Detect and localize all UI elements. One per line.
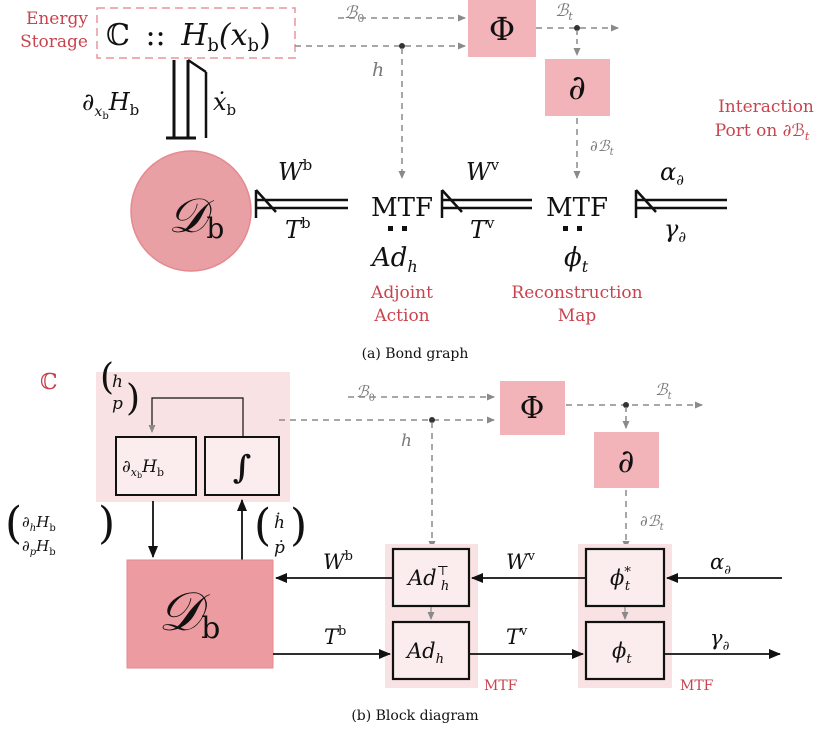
energy-storage-label-line2: Storage (20, 32, 88, 52)
partial-label: ∂ (568, 68, 586, 108)
partial-block (545, 59, 610, 116)
tv-label: Tv (470, 214, 495, 244)
block-diagram: ℂ ( h p ) ∂xbHb ∫ ( ∂hHb ∂pHb ) ( ḣ ṗ ) … (5, 357, 782, 724)
bond-mtf2-port-half-arrow (635, 189, 657, 213)
adh-label: Adh (370, 243, 418, 276)
phi-block-b (500, 381, 565, 435)
phi-block-t-label: ϕt (612, 639, 632, 667)
interaction-label-line2: Port on ∂ℬt (715, 121, 810, 143)
h-label: h (372, 59, 384, 81)
tb-label: Tb (285, 214, 311, 244)
mtf2-caption: MTF (680, 678, 714, 694)
dxh-label: ∂xbHb (82, 88, 139, 122)
dh-block (115, 436, 197, 496)
dhpH-paren-open: ( (5, 498, 22, 549)
dhpH-paren-close: ) (98, 498, 115, 549)
adh-block (391, 620, 471, 681)
integral-block (204, 436, 280, 496)
mtf2-dot-left (563, 226, 568, 231)
dbt-label: ∂ℬt (590, 137, 615, 158)
adh-transpose-label: Ad⊤h (406, 564, 449, 594)
interaction-label-line1: Interaction (718, 97, 814, 117)
mtf2-dot-right (577, 226, 582, 231)
db-block (126, 559, 274, 669)
wb-label-b: Wb (323, 549, 353, 574)
dhH-label: ∂hHb (22, 513, 56, 534)
c-label: ℂ (40, 370, 58, 395)
phit-label: ϕt (564, 243, 589, 276)
adjoint-label-line1: Adjoint (370, 283, 433, 303)
db-circle (130, 150, 252, 272)
adh-block-label: Adh (405, 639, 444, 667)
xdot-label: ẋb (213, 88, 236, 119)
hp-h: h (112, 372, 123, 392)
dh-block-label: ∂xbHb (122, 457, 164, 480)
mtf1-dot-right (402, 226, 407, 231)
hp-vector-paren-open: ( (100, 357, 114, 398)
dpH-label: ∂pHb (22, 537, 56, 558)
b0-label-b: ℬ0 (356, 382, 375, 404)
pdot-label: ṗ (274, 538, 285, 558)
reconstruction-label-line2: Map (558, 306, 597, 326)
mtf2-label: MTF (546, 193, 608, 223)
bond-mtf1-mtf2-half-arrow (441, 189, 463, 213)
partial-block-b (594, 432, 659, 488)
junction-dot-bt (574, 25, 580, 31)
energy-storage-label-line1: Energy (26, 9, 88, 29)
hdot-label: ḣ (274, 512, 285, 533)
alpha-label: α∂ (660, 158, 684, 189)
storage-element-box (96, 7, 296, 59)
hp-p: p (112, 394, 123, 414)
mtf1-dot-left (388, 226, 393, 231)
junction-dot-b (429, 417, 435, 423)
wv-label-b: Wv (506, 549, 536, 574)
b0-label: ℬ0 (344, 3, 364, 25)
feedback-wire (148, 397, 244, 436)
junction-dot-top (399, 43, 405, 49)
hpdot-paren-close: ) (290, 500, 307, 551)
storage-element-text: ℂ :: Hb(xb) (106, 18, 271, 56)
mtf1-label: MTF (371, 193, 433, 223)
hpdot-paren-open: ( (254, 500, 271, 551)
bt-label: ℬt (555, 1, 573, 23)
phi-star-label: ϕ*t (610, 565, 631, 594)
hp-vector-paren-close: ) (126, 378, 140, 419)
gamma-label: γ∂ (664, 215, 686, 246)
tv-label-b: Tv (506, 624, 528, 649)
bond-graph: Energy Storage ℂ :: Hb(xb) ℬ0 Φ ℬt ∂ h ∂… (20, 0, 814, 362)
wb-label: Wb (278, 156, 312, 186)
integral-label: ∫ (233, 448, 252, 486)
h-label-b: h (401, 431, 412, 451)
phi-label-b: Φ (520, 391, 545, 426)
phi-block (468, 0, 536, 57)
alpha-label-b: α∂ (710, 550, 731, 578)
adjoint-label-line2: Action (373, 306, 429, 326)
dbt-label-b: ∂ℬt (640, 512, 665, 533)
junction-dot-bt-b (623, 402, 629, 408)
phi-star-block (584, 547, 666, 608)
mtf1-caption: MTF (484, 678, 518, 694)
storage-bond-half-arrow (187, 58, 207, 74)
phi-label: Φ (489, 10, 515, 48)
phi-block-t (584, 620, 666, 681)
partial-label-b: ∂ (618, 442, 635, 480)
tb-label-b: Tb (324, 624, 346, 649)
wv-label: Wv (466, 156, 500, 186)
gamma-label-b: γ∂ (710, 626, 730, 654)
bt-label-b: ℬt (655, 380, 673, 402)
bond-db-mtf-half-arrow (255, 189, 277, 213)
caption-b: (b) Block diagram (351, 708, 478, 724)
caption-a: (a) Bond graph (362, 346, 469, 362)
reconstruction-label-line1: Reconstruction (511, 283, 642, 303)
